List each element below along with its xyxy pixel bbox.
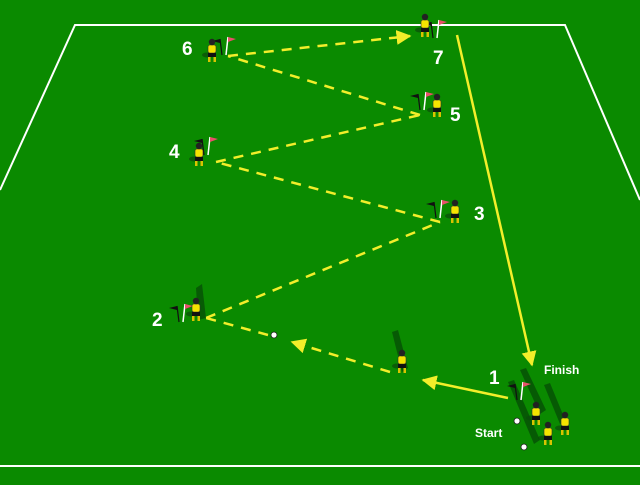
route-segment-2: [205, 316, 269, 337]
route-segment-5: [215, 113, 421, 164]
station-label-4: 4: [169, 142, 180, 163]
station-label-3: 3: [474, 204, 485, 225]
player-runner: [391, 349, 407, 374]
dashed-route: [205, 30, 441, 374]
balls: [270, 331, 528, 451]
finish-run-arrow: [455, 34, 537, 367]
route-segment-3: [205, 220, 441, 320]
ball-start-1: [513, 417, 521, 425]
player-station-6: [201, 38, 217, 63]
player-shadows: [196, 284, 566, 444]
station-label-1: 1: [489, 368, 500, 389]
start-run-arrow: [421, 375, 509, 400]
player-station-3: [444, 199, 460, 224]
player-station-5: [426, 93, 442, 118]
player-station-2: [185, 297, 201, 322]
route-segment-4: [215, 160, 441, 224]
station-label-2: 2: [152, 310, 163, 331]
route-segment-7: [227, 30, 412, 58]
start-label: Start: [475, 426, 503, 440]
player-queue-2: [537, 421, 553, 446]
solid-runs: [421, 34, 537, 400]
flag-station-5: [409, 91, 435, 111]
station-label-7: 7: [433, 48, 444, 69]
ball-start-2: [520, 443, 528, 451]
route-segment-1: [290, 338, 391, 374]
field-boundary: [0, 24, 640, 467]
station-label-6: 6: [182, 39, 193, 60]
finish-label: Finish: [544, 363, 580, 377]
ball-in-flight: [270, 331, 278, 339]
route-segment-6: [227, 54, 421, 117]
player-station-4: [188, 142, 204, 167]
station-label-5: 5: [450, 105, 461, 126]
